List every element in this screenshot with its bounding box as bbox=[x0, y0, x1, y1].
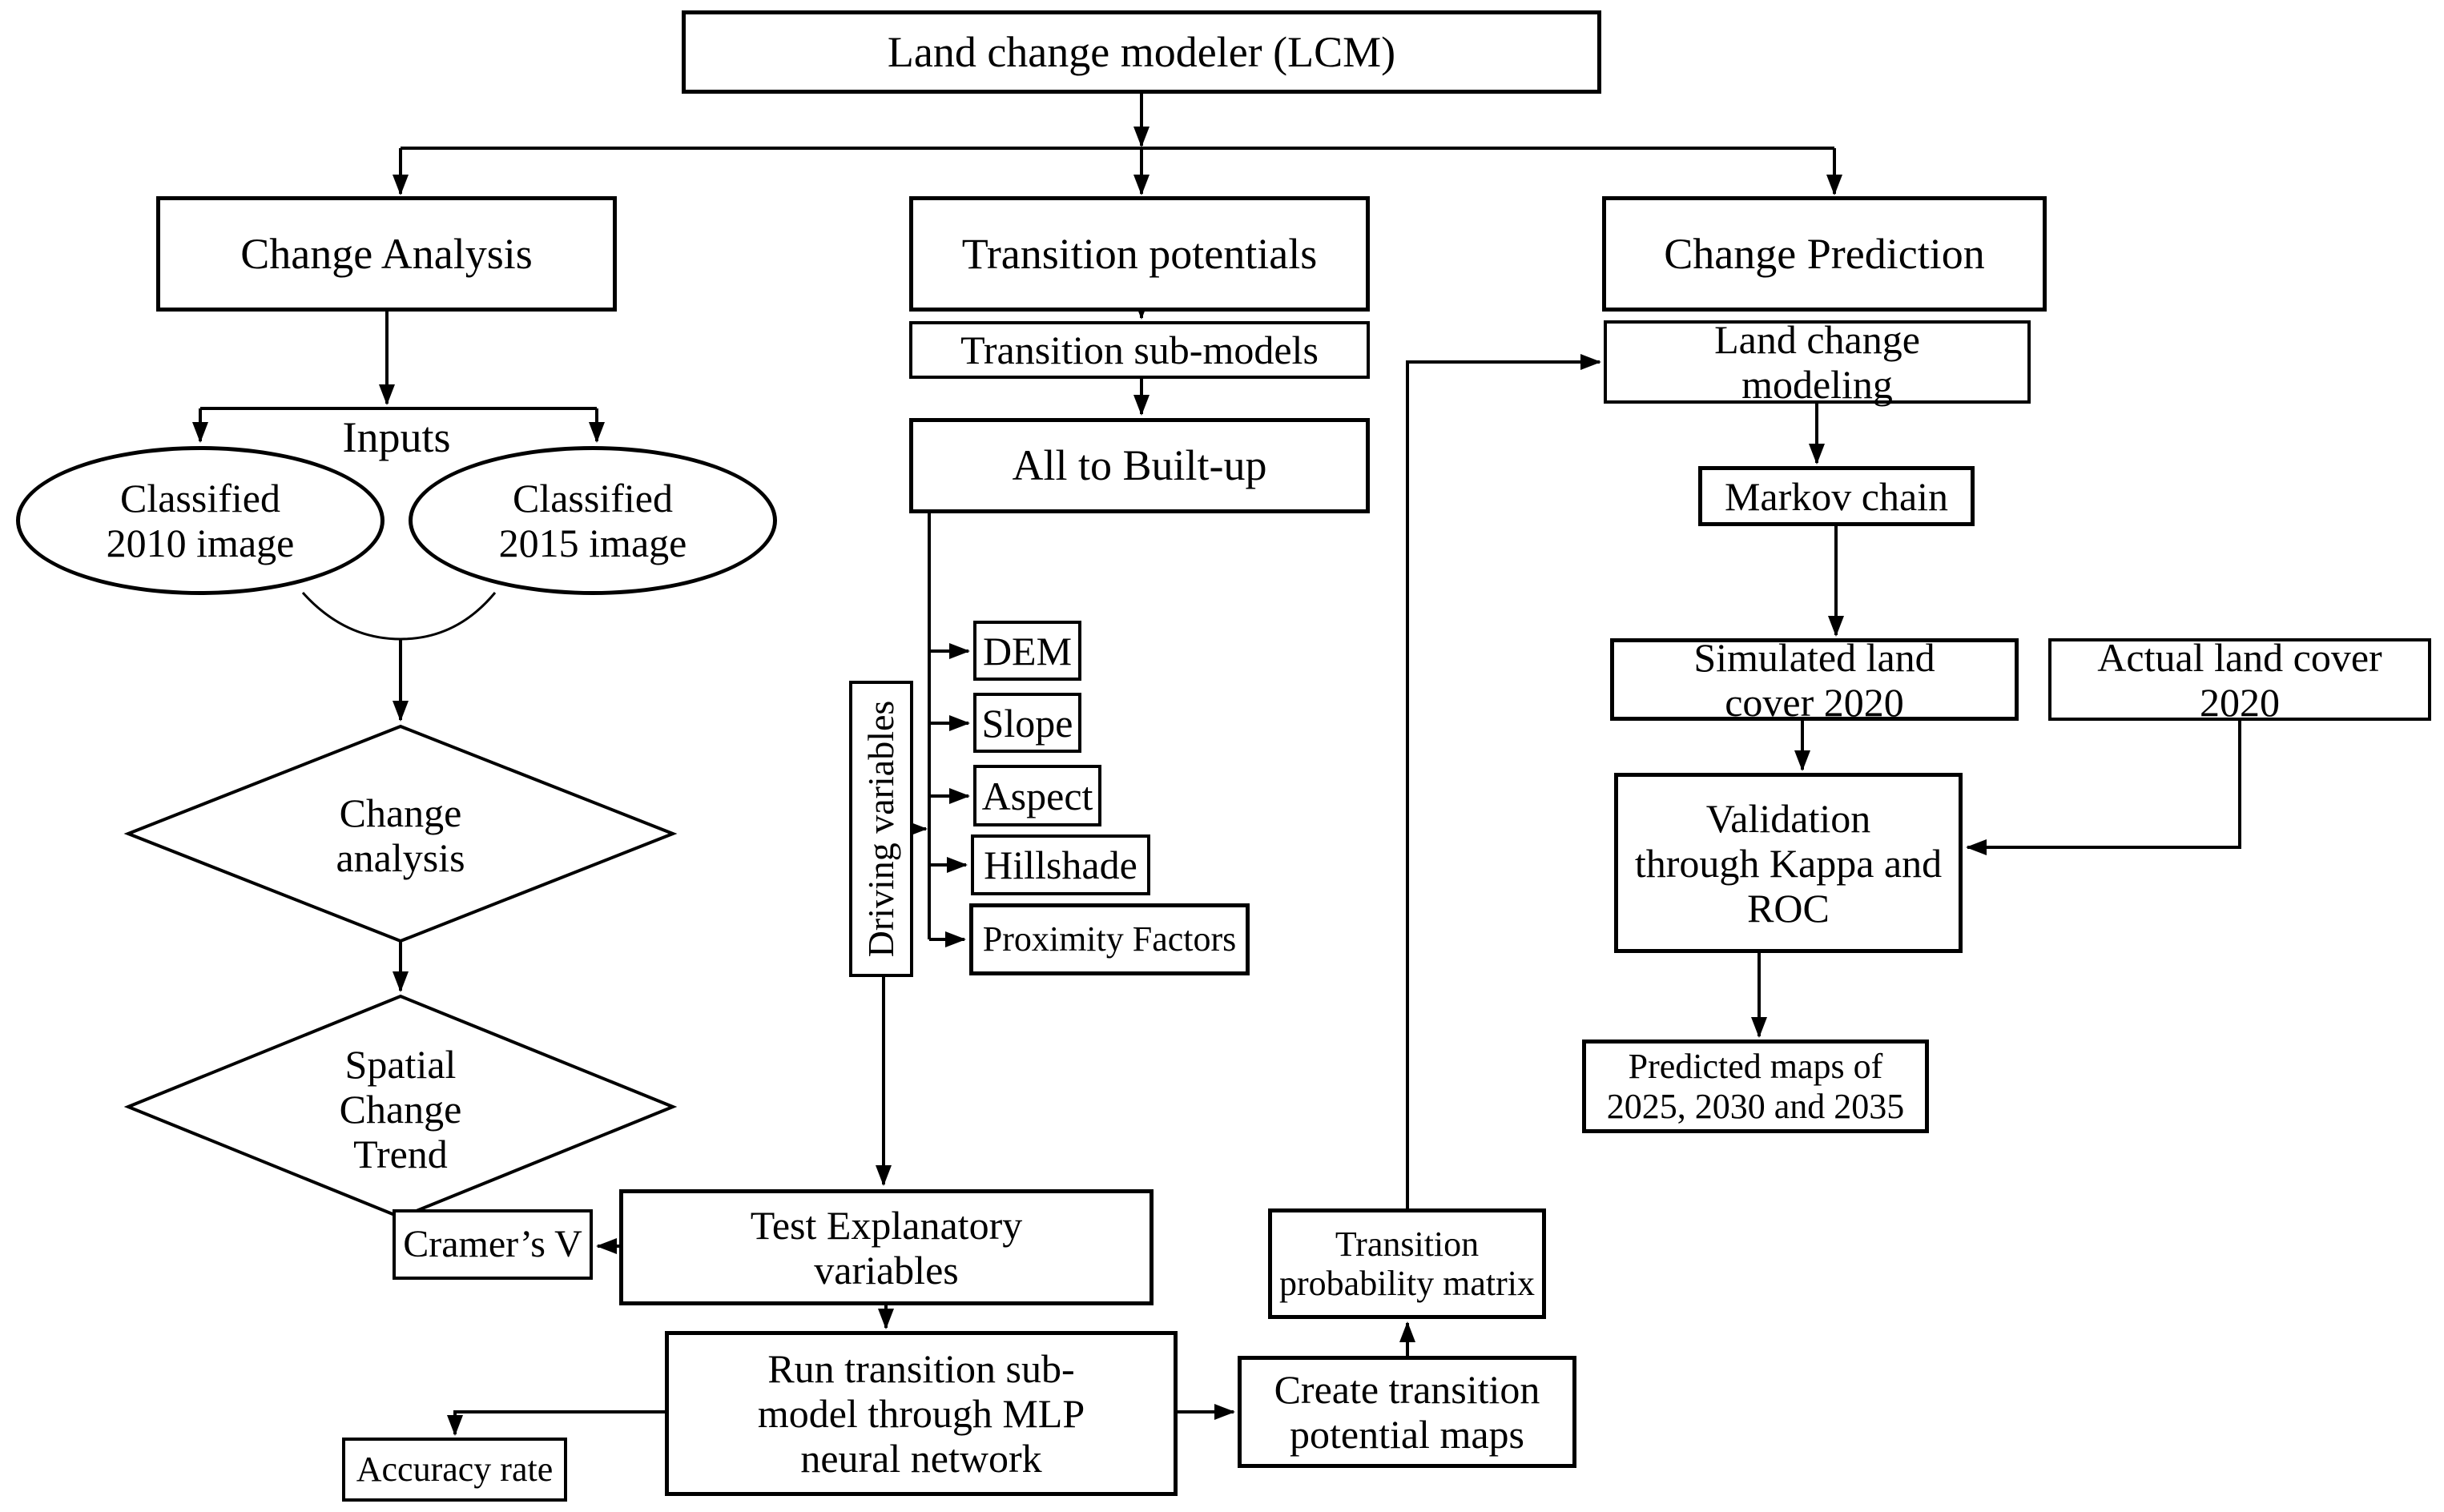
node-test-explanatory: Test Explanatory variables bbox=[619, 1189, 1154, 1305]
node-spatial-change-trend: Spatial Change Trend bbox=[339, 1042, 462, 1176]
node-classified-2010: Classified 2010 image bbox=[16, 446, 385, 595]
node-change-prediction: Change Prediction bbox=[1602, 196, 2047, 312]
node-create-transition: Create transition potential maps bbox=[1238, 1356, 1576, 1468]
node-hillshade: Hillshade bbox=[971, 834, 1150, 895]
node-dem: DEM bbox=[973, 621, 1081, 681]
edge-run-accuracy bbox=[447, 1410, 665, 1436]
edge-ellipse-merge bbox=[301, 591, 497, 641]
node-land-change-modeling: Land change modeling bbox=[1604, 317, 2031, 407]
node-proximity-factors: Proximity Factors bbox=[969, 903, 1250, 975]
node-change-analysis: Change Analysis bbox=[156, 196, 617, 312]
node-markov-chain: Markov chain bbox=[1698, 466, 1975, 526]
node-transition-sub-models: Transition sub-models bbox=[909, 321, 1370, 379]
edge-tpm-lcmodeling bbox=[1406, 354, 1601, 1208]
node-run-transition: Run transition sub- model through MLP ne… bbox=[665, 1331, 1178, 1496]
node-actual-land-cover: Actual land cover 2020 bbox=[2048, 635, 2431, 725]
node-all-to-built-up: All to Built-up bbox=[909, 418, 1370, 513]
node-accuracy-rate: Accuracy rate bbox=[342, 1438, 567, 1502]
node-driving-variables: Driving variables bbox=[849, 681, 913, 977]
node-cramers-v: Cramer’s V bbox=[393, 1209, 593, 1280]
node-slope: Slope bbox=[973, 693, 1081, 753]
node-driving-variables-text: Driving variables bbox=[860, 700, 902, 958]
edge-actual-validation bbox=[1966, 721, 2241, 855]
node-transition-potentials: Transition potentials bbox=[909, 196, 1370, 312]
node-predicted-maps: Predicted maps of 2025, 2030 and 2035 bbox=[1582, 1040, 1929, 1133]
node-classified-2015: Classified 2015 image bbox=[409, 446, 777, 595]
node-transition-probability: Transition probability matrix bbox=[1268, 1208, 1546, 1319]
node-lcm: Land change modeler (LCM) bbox=[682, 10, 1601, 94]
node-simulated-land-cover: Simulated land cover 2020 bbox=[1610, 635, 2019, 725]
node-change-analysis-diamond: Change analysis bbox=[336, 790, 465, 880]
node-inputs-label: Inputs bbox=[342, 412, 451, 461]
node-validation: Validation through Kappa and ROC bbox=[1614, 773, 1963, 953]
shape-change-analysis-diamond bbox=[123, 724, 678, 943]
node-aspect: Aspect bbox=[973, 765, 1101, 826]
